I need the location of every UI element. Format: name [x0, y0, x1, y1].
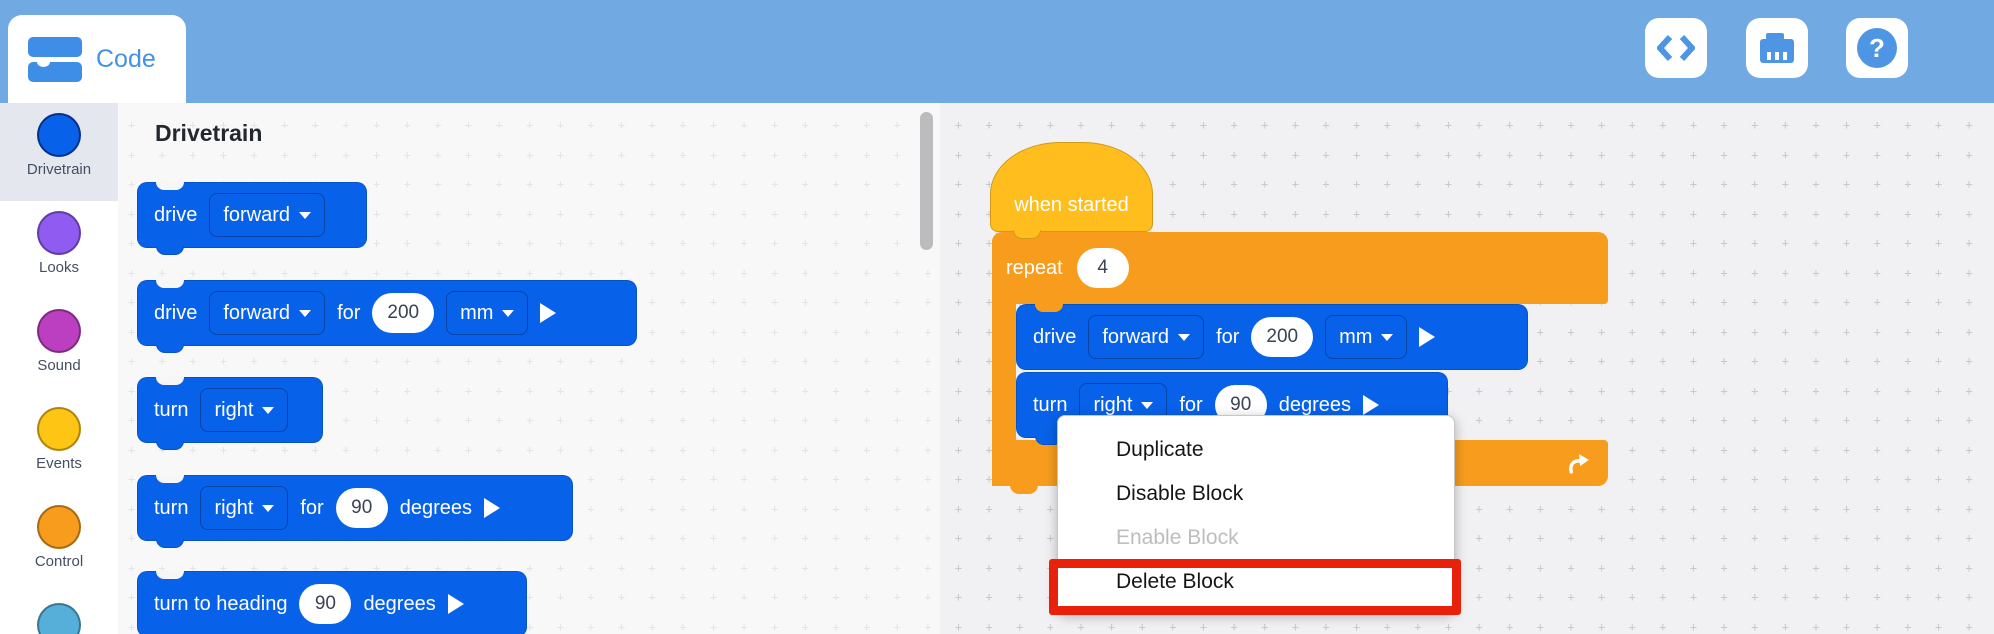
sidebar-item-drivetrain[interactable]: Drivetrain: [0, 103, 118, 201]
chevron-down-icon: [262, 406, 275, 414]
events-category-icon: [37, 407, 81, 451]
when-started-hat-block[interactable]: when started: [990, 142, 1153, 239]
sound-category-icon: [37, 309, 81, 353]
chevron-down-icon: [1178, 333, 1191, 341]
chevron-down-icon: [262, 504, 275, 512]
menu-item-enable-block: Enable Block: [1116, 526, 1239, 549]
header-bar: Code ?: [0, 0, 1994, 103]
help-button[interactable]: ?: [1846, 18, 1908, 78]
brain-icon: [1760, 33, 1794, 63]
sidebar-item-control[interactable]: Control: [0, 495, 118, 593]
looks-category-icon: [37, 211, 81, 255]
turn-direction-dropdown[interactable]: right: [200, 486, 289, 530]
code-view-button[interactable]: [1645, 18, 1707, 78]
expand-arrow-icon[interactable]: [1363, 395, 1379, 415]
control-category-icon: [37, 505, 81, 549]
chevron-down-icon: [1141, 401, 1154, 409]
code-blocks-icon: [28, 36, 82, 82]
loop-arrow-icon: [1569, 453, 1589, 474]
palette-block-turn[interactable]: turn right: [137, 377, 323, 450]
heading-input[interactable]: 90: [299, 584, 352, 624]
palette-block-drive[interactable]: drive forward: [137, 182, 367, 255]
sensing-category-icon: [37, 603, 81, 634]
palette-block-turn-for[interactable]: turn right for 90 degrees: [137, 475, 573, 548]
repeat-block-top[interactable]: repeat 4: [992, 232, 1608, 304]
menu-item-delete-block[interactable]: Delete Block: [1116, 570, 1234, 593]
block-context-menu: Duplicate Disable Block Enable Block Del…: [1057, 415, 1455, 613]
angle-input[interactable]: 90: [335, 488, 388, 528]
menu-item-duplicate[interactable]: Duplicate: [1116, 438, 1204, 461]
sidebar-item-sensing[interactable]: [0, 593, 118, 634]
unit-dropdown[interactable]: mm: [1325, 315, 1408, 359]
chevron-down-icon: [502, 309, 515, 317]
help-icon: ?: [1857, 28, 1897, 68]
chevron-down-icon: [1381, 333, 1394, 341]
category-sidebar: Drivetrain Looks Sound Events Control: [0, 103, 118, 634]
repeat-count-input[interactable]: 4: [1076, 248, 1129, 288]
sidebar-item-sound[interactable]: Sound: [0, 299, 118, 397]
direction-dropdown[interactable]: forward: [1088, 315, 1205, 359]
chevron-down-icon: [299, 309, 312, 317]
sidebar-item-looks[interactable]: Looks: [0, 201, 118, 299]
expand-arrow-icon[interactable]: [1419, 327, 1436, 347]
palette-title: Drivetrain: [155, 120, 263, 146]
palette-scrollbar[interactable]: [920, 112, 933, 250]
expand-arrow-icon[interactable]: [447, 594, 464, 614]
menu-item-disable-block[interactable]: Disable Block: [1116, 482, 1244, 505]
drivetrain-category-icon: [37, 113, 81, 157]
distance-input[interactable]: 200: [1251, 317, 1314, 357]
device-brain-button[interactable]: [1746, 18, 1808, 78]
tab-code[interactable]: Code: [8, 15, 186, 103]
unit-dropdown[interactable]: mm: [446, 291, 529, 335]
palette-block-drive-for[interactable]: drive forward for 200 mm: [137, 280, 637, 353]
sidebar-item-events[interactable]: Events: [0, 397, 118, 495]
palette-block-turn-to-heading[interactable]: turn to heading 90 degrees: [137, 571, 527, 634]
tab-code-label: Code: [96, 44, 156, 73]
expand-arrow-icon[interactable]: [484, 498, 500, 518]
chevron-down-icon: [299, 211, 312, 219]
code-brackets-icon: [1657, 34, 1695, 62]
direction-dropdown[interactable]: forward: [209, 291, 326, 335]
script-block-drive-for[interactable]: drive forward for 200 mm: [1016, 304, 1528, 370]
distance-input[interactable]: 200: [372, 293, 435, 333]
expand-arrow-icon[interactable]: [540, 303, 557, 323]
direction-dropdown[interactable]: forward: [209, 193, 326, 237]
turn-direction-dropdown[interactable]: right: [200, 388, 289, 432]
